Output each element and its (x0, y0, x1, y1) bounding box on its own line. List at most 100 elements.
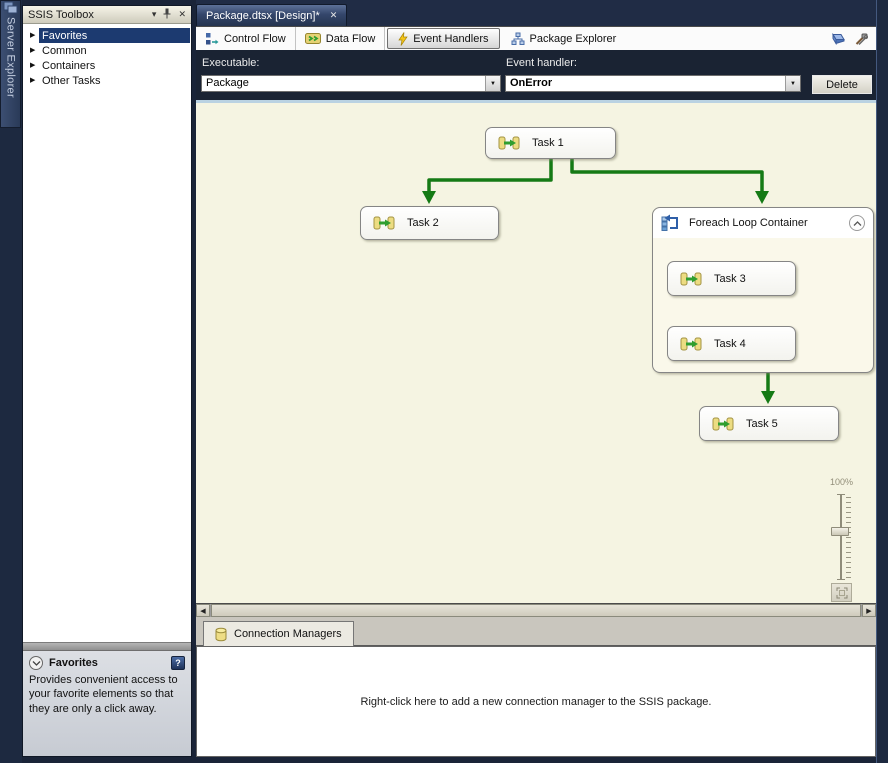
tree-expander-icon[interactable]: ▶ (30, 32, 36, 39)
info-panel-title: Favorites (49, 657, 98, 669)
chevron-up-icon (853, 220, 861, 226)
tab-label: Data Flow (325, 32, 376, 45)
toolbox-title: SSIS Toolbox (28, 8, 94, 21)
dropdown-arrow-icon[interactable]: ▼ (785, 76, 800, 91)
tab-package-explorer[interactable]: Package Explorer (501, 27, 626, 50)
executable-label: Executable: (202, 57, 260, 69)
document-tabstrip: Package.dtsx [Design]* ✕ (196, 0, 876, 26)
pin-icon[interactable] (163, 8, 171, 21)
help-icon[interactable]: ? (171, 656, 185, 670)
toolbox-item-label: Other Tasks (42, 74, 101, 87)
toolbox-splitter[interactable] (23, 642, 191, 651)
tree-expander-icon[interactable]: ▶ (30, 77, 36, 84)
foreach-loop-icon (661, 214, 678, 231)
dropdown-arrow-icon[interactable]: ▼ (485, 76, 500, 91)
zoom-slider-track[interactable] (837, 494, 845, 580)
connection-manager-icon (215, 627, 227, 641)
zoom-to-fit-button[interactable] (831, 583, 852, 602)
toolbox-list: ▶ Favorites ▶ Common ▶ Containers ▶ Othe… (23, 24, 191, 642)
document-tab-label: Package.dtsx [Design]* (206, 9, 320, 22)
arrowhead (761, 391, 775, 404)
event-handler-label: Event handler: (506, 57, 577, 69)
connection-managers-tab-label: Connection Managers (234, 628, 342, 640)
variables-icon (832, 32, 845, 45)
event-handler-value: OnError (510, 77, 553, 89)
tree-expander-icon[interactable]: ▶ (30, 62, 36, 69)
task-2[interactable]: Task 2 (360, 206, 499, 240)
task-icon (680, 272, 702, 285)
toolbox-item-favorites[interactable]: ▶ Favorites (23, 28, 191, 43)
zoom-level-label: 100% (830, 477, 854, 487)
connection-managers-tabstrip: Connection Managers (196, 617, 876, 646)
task-label: Task 1 (532, 137, 564, 149)
toolbox-info-panel: Favorites ? Provides convenient access t… (23, 651, 191, 756)
task-label: Task 5 (746, 417, 778, 430)
server-explorer-tab[interactable]: Server Explorer (0, 0, 21, 128)
toolbox-item-common[interactable]: ▶ Common (23, 43, 191, 58)
scrollbar-thumb[interactable] (211, 604, 861, 617)
ssis-toolbox-panel: SSIS Toolbox ▾ ✕ ▶ Favorites ▶ Common ▶ … (22, 5, 192, 757)
connection-managers-hint: Right-click here to add a new connection… (360, 695, 712, 708)
tab-event-handlers[interactable]: Event Handlers (387, 28, 500, 49)
fit-to-window-icon (836, 587, 847, 598)
executable-dropdown[interactable]: Package ▼ (201, 75, 501, 92)
connector-task1-container (570, 156, 764, 192)
task-label: Task 4 (714, 337, 746, 350)
document-close-icon[interactable]: ✕ (329, 10, 338, 20)
arrowhead (755, 191, 769, 204)
event-handler-dropdown[interactable]: OnError ▼ (505, 75, 801, 92)
toolbox-item-label: Favorites (39, 28, 190, 43)
variables-button[interactable] (826, 30, 848, 48)
executable-value: Package (206, 77, 249, 89)
task-3[interactable]: Task 3 (667, 261, 796, 296)
container-label: Foreach Loop Container (689, 217, 808, 229)
info-panel-description: Provides convenient access to your favor… (29, 674, 178, 715)
tab-label: Event Handlers (413, 32, 489, 45)
tab-label: Control Flow (224, 32, 286, 45)
data-flow-icon (304, 33, 321, 44)
event-handler-parameters-bar: Executable: Package ▼ Event handler: OnE… (196, 50, 876, 100)
toolbox-item-other-tasks[interactable]: ▶ Other Tasks (23, 73, 191, 88)
document-tab[interactable]: Package.dtsx [Design]* ✕ (196, 4, 348, 26)
zoom-slider-thumb[interactable] (831, 527, 849, 536)
task-1[interactable]: Task 1 (485, 127, 616, 159)
package-explorer-icon (511, 32, 524, 45)
tree-expander-icon[interactable]: ▶ (30, 47, 36, 54)
toolbox-titlebar: SSIS Toolbox ▾ ✕ (23, 6, 191, 24)
tab-control-flow[interactable]: Control Flow (196, 27, 296, 50)
server-explorer-label: Server Explorer (4, 17, 17, 98)
task-icon (498, 136, 520, 150)
tools-icon (855, 33, 868, 45)
window-menu-icon[interactable]: ▾ (151, 9, 157, 19)
close-icon[interactable]: ✕ (178, 9, 186, 19)
scroll-left-icon[interactable]: ◀ (196, 604, 210, 617)
horizontal-scrollbar[interactable]: ◀ ▶ (196, 603, 876, 617)
toolbox-tools-button[interactable] (850, 30, 872, 48)
control-flow-icon (206, 32, 219, 44)
container-header: Foreach Loop Container (653, 208, 873, 238)
task-5[interactable]: Task 5 (699, 406, 839, 441)
tab-data-flow[interactable]: Data Flow (295, 27, 386, 50)
toolbox-item-label: Containers (42, 59, 96, 72)
task-label: Task 3 (714, 272, 746, 285)
toolbox-item-label: Common (42, 44, 87, 57)
arrowhead (422, 191, 436, 204)
design-surface[interactable]: Task 1 Task 2 (196, 100, 876, 603)
scroll-right-icon[interactable]: ▶ (862, 604, 876, 617)
tab-label: Package Explorer (529, 32, 617, 45)
collapse-button[interactable] (849, 215, 865, 231)
chevron-down-icon[interactable] (29, 656, 43, 670)
task-4[interactable]: Task 4 (667, 326, 796, 361)
designer-view-tabstrip: Control Flow Data Flow Event Handlers (196, 26, 876, 50)
connector-task1-task2 (427, 156, 553, 192)
connection-managers-panel[interactable]: Right-click here to add a new connection… (196, 646, 876, 757)
server-explorer-icon (3, 1, 18, 14)
task-icon (680, 337, 702, 350)
event-handlers-icon (398, 31, 408, 46)
connection-managers-tab[interactable]: Connection Managers (203, 621, 354, 646)
task-label: Task 2 (407, 217, 439, 229)
main-document-area: Package.dtsx [Design]* ✕ Control Flow (196, 0, 876, 763)
delete-button[interactable]: Delete (812, 75, 872, 94)
toolbox-item-containers[interactable]: ▶ Containers (23, 58, 191, 73)
